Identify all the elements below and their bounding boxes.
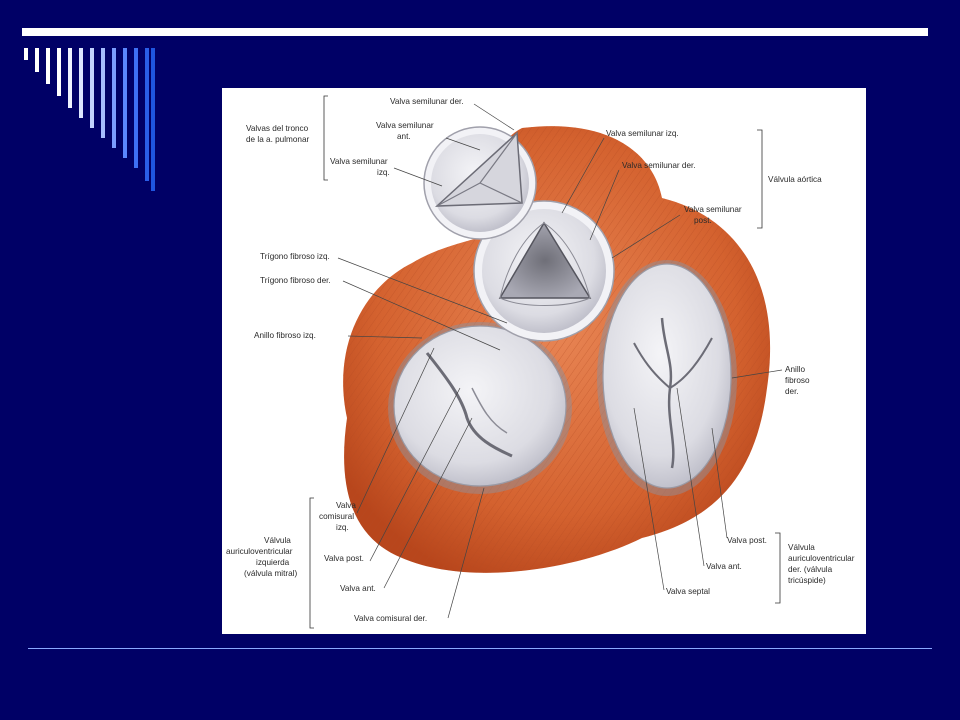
label-valvula-tricuspide: auriculoventricular (788, 554, 855, 563)
label-pulmonary-group: de la a. pulmonar (246, 135, 310, 144)
bracket-aortic (757, 129, 763, 229)
decorative-stripes (0, 0, 200, 200)
heart-valves-illustration: Valvas del tronco de la a. pulmonar Valv… (226, 95, 855, 629)
tricuspid-valve (597, 260, 737, 496)
heart-valves-figure: Valvas del tronco de la a. pulmonar Valv… (222, 88, 866, 634)
label-semilunar-izq-pulm: izq. (377, 168, 390, 177)
stripe (57, 48, 61, 96)
label-semilunar-izq-pulm: Valva semilunar (330, 157, 388, 166)
label-valvula-tricuspide: der. (válvula (788, 565, 833, 574)
bracket-mitral (309, 497, 314, 629)
stripe (35, 48, 39, 72)
label-anillo-der: fibroso (785, 376, 810, 385)
label-semilunar-izq-aorta: Valva semilunar izq. (606, 129, 679, 138)
label-trigono-izq: Trígono fibroso izq. (260, 252, 330, 261)
stripe (123, 48, 127, 158)
footer-rule (28, 648, 932, 649)
label-semilunar-ant: ant. (397, 132, 411, 141)
label-anillo-der: der. (785, 387, 799, 396)
label-comisural-izq: Valva (336, 501, 356, 510)
label-valvula-tricuspide: Válvula (788, 543, 815, 552)
stripe (112, 48, 116, 148)
label-semilunar-post: Valva semilunar (684, 205, 742, 214)
label-comisural-izq: izq. (336, 523, 349, 532)
stripe (101, 48, 105, 138)
bracket-pulmonary (323, 95, 328, 181)
label-valva-septal: Valva septal (666, 587, 710, 596)
label-valvula-mitral: izquierda (256, 558, 290, 567)
label-pulmonary-group: Valvas del tronco (246, 124, 309, 133)
label-semilunar-der-pulm: Valva semilunar der. (390, 97, 464, 106)
label-semilunar-post: post. (694, 216, 712, 225)
label-valvula-aortica: Válvula aórtica (768, 175, 822, 184)
label-anillo-der: Anillo (785, 365, 805, 374)
stripe (24, 48, 28, 60)
label-valvula-mitral: Válvula (264, 536, 291, 545)
label-valva-ant-left: Valva ant. (340, 584, 376, 593)
stripe (145, 48, 149, 181)
label-valvula-tricuspide: tricúspide) (788, 576, 826, 585)
label-valvula-mitral: auriculoventricular (226, 547, 293, 556)
pulmonary-valve (423, 126, 537, 240)
bracket-tricuspid (775, 532, 781, 604)
label-anillo-izq: Anillo fibroso izq. (254, 331, 316, 340)
stripe (68, 48, 72, 108)
title-rule (22, 28, 928, 36)
label-comisural-der: Valva comisural der. (354, 614, 427, 623)
stripe (79, 48, 83, 118)
stripe (90, 48, 94, 128)
label-trigono-der: Trígono fibroso der. (260, 276, 331, 285)
mitral-valve (388, 322, 572, 494)
label-valva-ant-right: Valva ant. (706, 562, 742, 571)
stripe (46, 48, 50, 84)
label-valva-post-right: Valva post. (727, 536, 767, 545)
label-valva-post-left: Valva post. (324, 554, 364, 563)
label-semilunar-ant: Valva semilunar (376, 121, 434, 130)
stripe (151, 48, 155, 191)
stripe (134, 48, 138, 168)
label-comisural-izq: comisural (319, 512, 354, 521)
label-semilunar-der-aorta: Valva semilunar der. (622, 161, 696, 170)
label-valvula-mitral: (válvula mitral) (244, 569, 298, 578)
aortic-valve (473, 200, 615, 342)
leader-lines (337, 103, 783, 619)
